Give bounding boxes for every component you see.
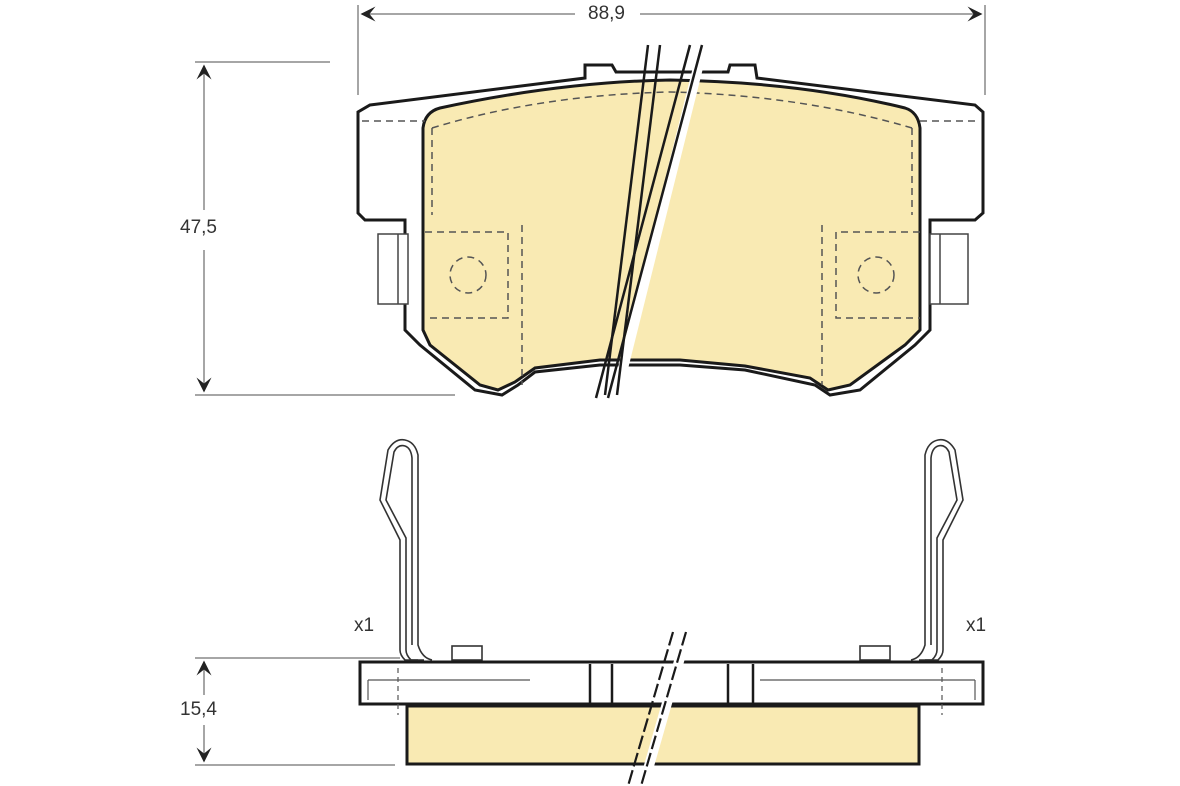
brake-pad-side-view [358,631,985,786]
height-dimension [195,61,455,396]
friction-material [421,78,922,392]
retaining-clip-right [859,438,964,661]
left-clip-quantity: x1 [354,615,375,636]
brake-pad-front-view [356,44,985,399]
width-dimension [357,5,986,95]
thickness-dimension-label: 15,4 [180,699,217,720]
height-dimension-label: 47,5 [180,217,217,238]
thickness-dimension [195,657,400,766]
retaining-clip-left [379,438,483,661]
right-clip-quantity: x1 [966,615,987,636]
width-dimension-label: 88,9 [588,3,625,24]
